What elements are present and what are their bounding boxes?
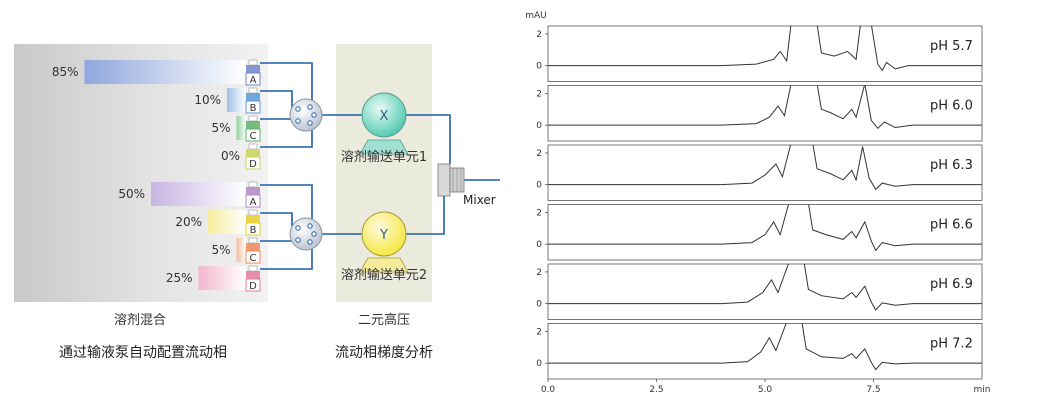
right-bottom-caption: 流动相梯度分析 — [335, 345, 433, 361]
series-label: pH 6.3 — [930, 158, 973, 173]
percentage-bar — [227, 88, 246, 112]
solvent-bottle: C — [245, 237, 261, 264]
y-tick-label: 0 — [536, 62, 542, 72]
y-tick-label: 0 — [536, 359, 542, 369]
bottle-letter: D — [249, 159, 257, 170]
y-tick-label: 2 — [536, 208, 542, 218]
solvent-bottles: A B C D A B C D — [245, 59, 261, 292]
y-tick-label: 2 — [536, 30, 542, 40]
series-label: pH 6.0 — [930, 99, 973, 114]
percentage-bar — [151, 182, 246, 206]
solvent-bottle: D — [245, 265, 261, 292]
chromatogram-trace — [548, 145, 982, 191]
y-tick-label: 2 — [536, 268, 542, 278]
percentage-label: 10% — [194, 93, 221, 107]
pump-x-label: 溶剂输送单元1 — [341, 149, 427, 165]
bottle-letter: C — [250, 253, 257, 264]
series-label: pH 5.7 — [930, 39, 973, 54]
x-tick-label: 7.5 — [866, 385, 880, 395]
chromatogram-panel: 2 0 pH 6.0 — [536, 85, 983, 142]
percentage-label: 25% — [166, 271, 193, 285]
y-tick-label: 2 — [536, 149, 542, 159]
y-tick-label: 0 — [536, 240, 542, 250]
chromatogram-trace — [548, 85, 982, 130]
solvent-bottle: D — [245, 143, 261, 170]
y-axis-label: mAU — [525, 11, 547, 21]
solvent-bottle: B — [245, 209, 261, 236]
percentage-bar — [208, 210, 246, 234]
x-tick-label: 0.0 — [541, 385, 556, 395]
percentage-bar — [84, 60, 246, 84]
percentage-bar — [198, 266, 246, 290]
series-label: pH 6.9 — [930, 277, 973, 292]
chromatogram-trace — [548, 264, 982, 311]
bottle-letter: A — [250, 75, 257, 86]
proportioning-valve — [289, 217, 323, 251]
panel-frame — [547, 263, 983, 320]
chromatogram-panel: 2 0 pH 6.6 — [536, 204, 983, 261]
x-axis-label: min — [974, 385, 991, 395]
percentage-label: 85% — [52, 65, 79, 79]
y-tick-label: 0 — [536, 181, 542, 191]
y-tick-label: 0 — [536, 300, 542, 310]
pump-y-letter: Y — [379, 228, 388, 243]
pump-x-letter: X — [380, 109, 389, 124]
percentage-bar — [236, 238, 246, 262]
chromatogram-panel: 2 0 pH 6.9 — [536, 263, 983, 320]
mixing-panel — [14, 44, 268, 302]
pump-y-label: 溶剂输送单元2 — [341, 267, 427, 283]
chromatogram-trace — [548, 323, 982, 371]
bottle-letter: D — [249, 281, 257, 292]
mixing-caption: 溶剂混合 — [114, 313, 166, 328]
series-label: pH 6.6 — [930, 218, 973, 233]
panel-frame — [547, 25, 983, 82]
percentage-bar — [236, 116, 246, 140]
series-label: pH 7.2 — [930, 337, 973, 352]
mixer-label: Mixer — [463, 193, 496, 207]
chromatogram-trace — [548, 26, 982, 72]
left-bottom-caption: 通过输液泵自动配置流动相 — [59, 345, 227, 361]
percentage-label: 20% — [175, 215, 202, 229]
y-tick-label: 2 — [536, 89, 542, 99]
mixer — [437, 163, 465, 197]
bottle-letter: B — [250, 103, 257, 114]
percentage-label: 50% — [118, 187, 145, 201]
x-tick-label: 5.0 — [758, 385, 773, 395]
x-tick-label: 2.5 — [649, 385, 663, 395]
y-tick-label: 0 — [536, 121, 542, 131]
pump-y: Y — [359, 211, 409, 273]
panel-frame — [547, 85, 983, 142]
panel-frame — [547, 144, 983, 201]
bottle-letter: A — [250, 197, 257, 208]
panel-frame — [547, 323, 983, 380]
pumping-caption: 二元高压 — [358, 312, 410, 328]
bottle-letter: B — [250, 225, 257, 236]
solvent-bottle: A — [245, 59, 261, 86]
proportioning-valves — [289, 98, 323, 251]
percentage-label: 0% — [221, 149, 240, 163]
percentage-bars: 85% 10% 5% 0% 50% 20% 5% 25% — [52, 60, 246, 290]
chromatogram-panel: 2 0 pH 5.7 — [536, 25, 983, 82]
chromatogram-trace — [548, 204, 982, 252]
y-tick-label: 2 — [536, 327, 542, 337]
solvent-bottle: C — [245, 115, 261, 142]
solvent-bottle: A — [245, 181, 261, 208]
solvent-bottle: B — [245, 87, 261, 114]
pump-x: X — [359, 92, 409, 155]
chromatogram-panel: 2 0 pH 6.3 — [536, 144, 983, 201]
chromatogram-chart: mAU 2 0 pH 5.7 2 0 pH 6.0 2 0 pH 6.3 2 0 pH 6.6 2 0 pH … — [525, 11, 990, 395]
percentage-label: 5% — [211, 121, 230, 135]
chromatogram-panel: 2 0 pH 7.2 0.0 2.5 5.0 7.5 min — [536, 323, 991, 395]
bottle-letter: C — [250, 131, 257, 142]
panel-frame — [547, 204, 983, 261]
percentage-label: 5% — [211, 243, 230, 257]
proportioning-valve — [289, 98, 323, 132]
